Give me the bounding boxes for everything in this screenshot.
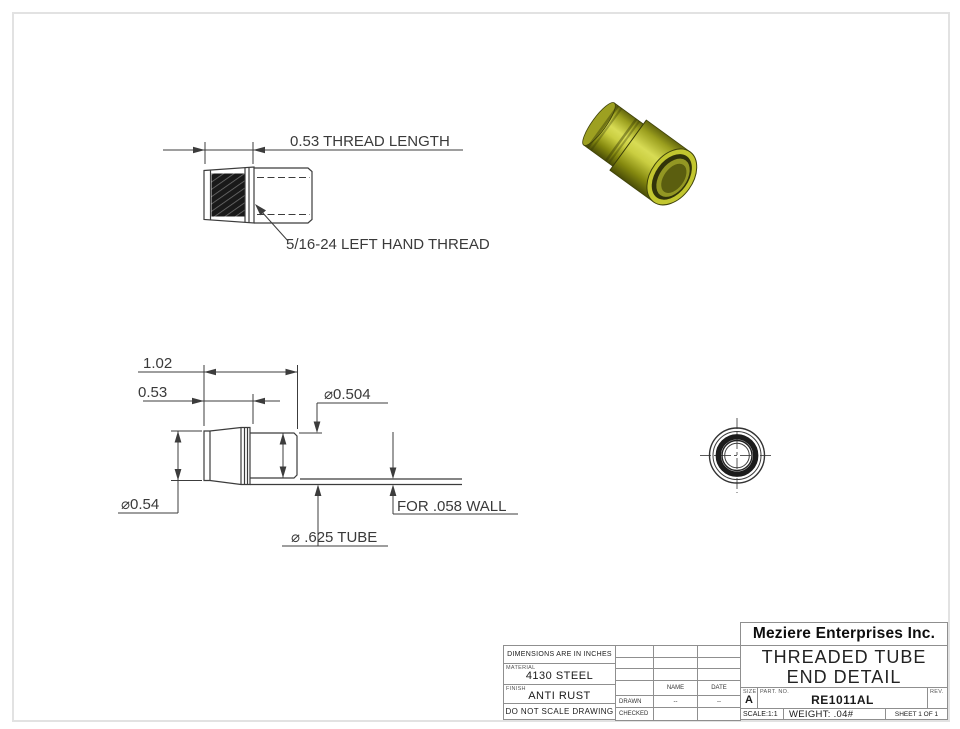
scale-cell: SCALE:1:1 [740, 708, 784, 720]
dimensions-note: DIMENSIONS ARE IN INCHES [503, 645, 616, 664]
thread-ring [715, 434, 759, 477]
thread-note: 5/16-24 LEFT HAND THREAD [286, 236, 490, 253]
part-bore-depth [661, 163, 687, 193]
weight-cell: WEIGHT: .04# [783, 708, 886, 720]
empty-cell [654, 708, 698, 721]
empty-cell [616, 681, 654, 696]
body-outline [254, 167, 313, 224]
part-no-label: PART. NO. [760, 689, 790, 695]
dim-arrow [193, 146, 205, 154]
collar-profile-outline [203, 426, 251, 486]
finish-value: ANTI RUST [528, 689, 591, 702]
company-name: Meziere Enterprises Inc. [740, 622, 948, 646]
thread-length-dimension: 0.53 THREAD LENGTH [290, 133, 450, 150]
part-no-cell: PART. NO. RE1011AL [757, 687, 928, 709]
drawn-label: DRAWN [616, 696, 654, 708]
name-header: NAME [654, 681, 698, 696]
small-diameter-dimension: ⌀0.54 [121, 496, 159, 513]
empty-cell [698, 646, 741, 658]
tube-diameter-note: ⌀ .625 TUBE [291, 529, 377, 546]
leader-arrow [255, 204, 266, 216]
drawing-title-line1: THREADED TUBE [761, 646, 927, 667]
drawing-title-box: THREADED TUBE END DETAIL [740, 645, 948, 688]
material-label: MATERIAL [506, 665, 536, 671]
empty-cell [654, 658, 698, 669]
pilot-diameter-dimension: ⌀0.504 [324, 386, 371, 403]
size-label: SIZE [743, 689, 757, 695]
size-cell: SIZE A [740, 687, 758, 709]
empty-cell [698, 708, 741, 721]
end-view [700, 418, 774, 493]
sheet-border-frame [12, 12, 950, 722]
isometric-part [582, 102, 698, 206]
sheet-cell: SHEET 1 OF 1 [885, 708, 948, 720]
part-back-cap [582, 102, 616, 146]
date-header: DATE [698, 681, 741, 696]
rev-cell: REV. [927, 687, 948, 709]
thread-side-view: 0.53 THREAD LENGTH 5/16-24 LEFT HAND THR… [163, 133, 490, 253]
size-value: A [745, 694, 753, 706]
no-scale-note: DO NOT SCALE DRAWING [503, 703, 616, 720]
empty-cell [616, 669, 654, 681]
checked-label: CHECKED [616, 708, 654, 721]
material-cell: MATERIAL 4130 STEEL [503, 663, 616, 685]
pilot-profile-outline [250, 432, 298, 479]
drawn-date-value: -- [698, 696, 741, 708]
material-value: 4130 STEEL [525, 669, 594, 682]
overall-length-dimension: 1.02 [143, 355, 172, 372]
empty-cell [654, 669, 698, 681]
drawing-title-line2: END DETAIL [786, 666, 902, 687]
empty-cell [616, 658, 654, 669]
finish-cell: FINISH ANTI RUST [503, 684, 616, 704]
thread-length-dimension-2: 0.53 [138, 384, 167, 401]
empty-cell [698, 669, 741, 681]
empty-cell [698, 658, 741, 669]
approval-table: NAME DATE DRAWN -- -- CHECKED [615, 645, 741, 721]
empty-cell [616, 646, 654, 658]
dim-arrow [253, 146, 265, 154]
thread-hatch-band [211, 173, 245, 217]
rev-label: REV. [930, 689, 944, 695]
drawn-name-value: -- [654, 696, 698, 708]
finish-label: FINISH [506, 686, 526, 692]
part-no-value: RE1011AL [811, 693, 874, 707]
empty-cell [654, 646, 698, 658]
profile-dimension-view: 1.02 0.53 ⌀0.504 [118, 355, 518, 547]
wall-thickness-note: FOR .058 WALL [397, 498, 506, 515]
